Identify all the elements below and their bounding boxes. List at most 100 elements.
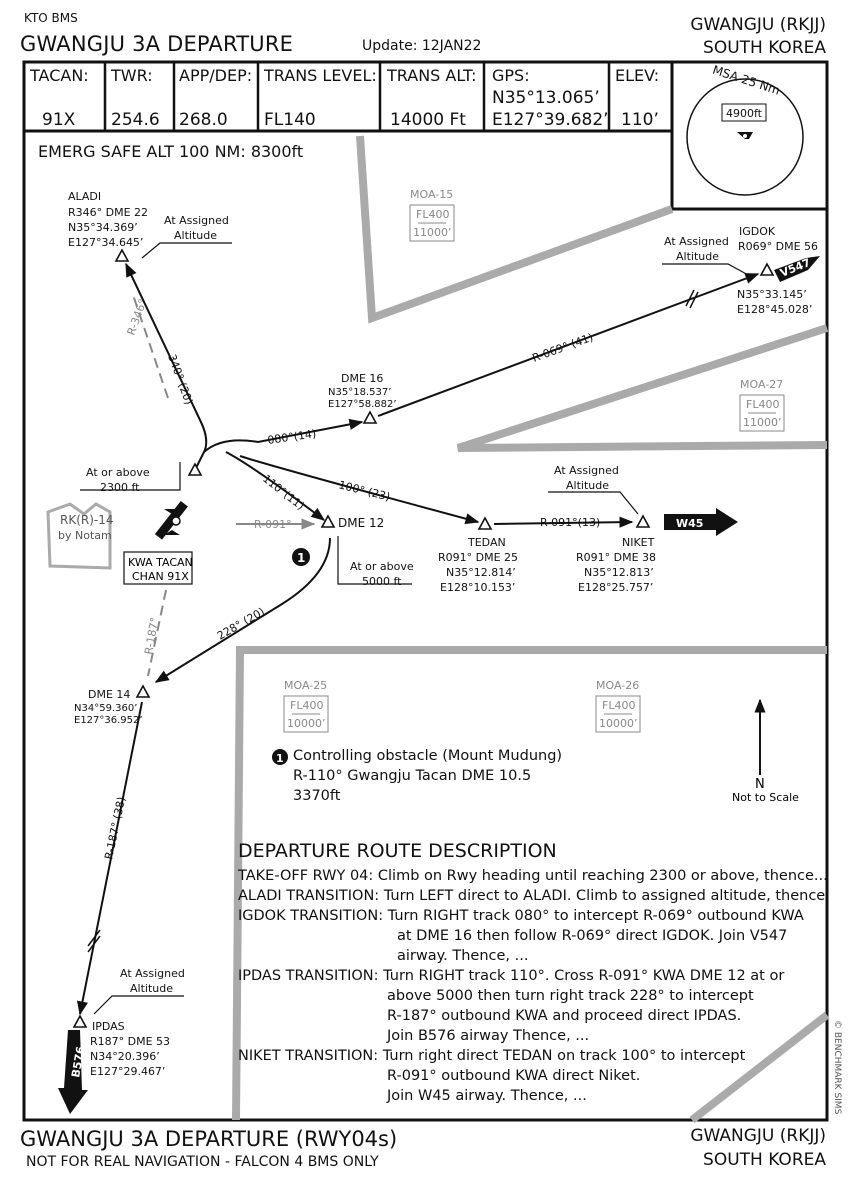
tacan-value: 91X	[42, 110, 76, 130]
moa-27-bottom: 11000’	[743, 416, 782, 429]
info-dividers	[103, 62, 611, 131]
trans-alt-label: TRANS ALT:	[387, 66, 477, 85]
moa-boundaries	[232, 135, 830, 1124]
app-value: 268.0	[179, 110, 228, 130]
airport-symbol	[154, 500, 188, 540]
copyright: © BENCHMARK SIMS	[832, 1020, 842, 1115]
tacan-box	[123, 551, 193, 585]
route-aladi	[125, 262, 208, 471]
dme14-lat: N34°59.360’	[74, 703, 137, 714]
dme16-name: DME 16	[341, 372, 383, 385]
niket-alt-2: Altitude	[566, 479, 609, 492]
desc-line-4: airway. Thence, ...	[397, 948, 529, 964]
dep-alt-2: 2300 ft	[100, 481, 140, 494]
moa-26-bottom: 10000’	[599, 717, 638, 730]
dme12-alt-1: At or above	[350, 560, 414, 573]
igdok-name: IGDOK	[739, 225, 776, 238]
update-date: Update: 12JAN22	[362, 38, 482, 54]
tedan-lat: N35°12.814’	[446, 566, 516, 579]
desc-line-1: ALADI TRANSITION: Turn LEFT direct to AL…	[238, 888, 830, 904]
chart-frame	[22, 60, 829, 1122]
label-r091a: R-091°	[254, 518, 292, 531]
country-name: SOUTH KOREA	[703, 38, 826, 58]
twr-value: 254.6	[111, 110, 160, 130]
igdok-alt-1: At Assigned	[664, 235, 729, 248]
trans-level-label: TRANS LEVEL:	[264, 66, 377, 85]
source-label: KTO BMS	[24, 11, 78, 25]
msa-box	[670, 60, 829, 211]
ipdas-alt-2: Altitude	[130, 982, 173, 995]
igdok-lat: N35°33.145’	[737, 288, 807, 301]
moa-15-top: FL400	[416, 208, 449, 221]
obstacle-line1: Controlling obstacle (Mount Mudung)	[293, 748, 563, 764]
footer-airport: GWANGJU (RKJJ)	[690, 1126, 826, 1146]
dep-alt-1: At or above	[86, 466, 150, 479]
tacan-box-line1: KWA TACAN	[128, 556, 193, 569]
tedan-radial: R091° DME 25	[438, 551, 518, 564]
dme16-lon: E127°58.882’	[328, 399, 397, 410]
desc-line-11: Join W45 airway. Thence, ...	[387, 1088, 587, 1104]
airway-w45	[664, 508, 738, 536]
moa-26-top: FL400	[602, 699, 635, 712]
aladi-alt-2: Altitude	[174, 229, 217, 242]
label-t080: 080°(14)	[267, 427, 317, 447]
dme12-alt-2: 5000 ft	[362, 575, 402, 588]
moa-25-name: MOA-25	[284, 679, 327, 692]
obstacle-marker-num: 1	[297, 551, 305, 565]
ipdas-radial: R187° DME 53	[90, 1035, 170, 1048]
aladi-alt-1: At Assigned	[164, 214, 229, 227]
obstacle-marker-map	[292, 548, 310, 566]
aladi-radial: R346° DME 22	[68, 206, 148, 219]
moa-25-bottom: 10000’	[287, 717, 326, 730]
label-r091b: R-091°(13)	[540, 516, 600, 529]
airway-b576	[58, 1030, 88, 1114]
msa-circle	[686, 78, 804, 196]
moa-26-name: MOA-26	[596, 679, 639, 692]
restricted-line1: RK(R)-14	[60, 513, 114, 527]
msa-label: MSA 25 Nm	[711, 63, 782, 98]
desc-line-7: R-187° outbound KWA and proceed direct I…	[387, 1008, 742, 1024]
app-label: APP/DEP:	[179, 66, 253, 85]
route-dme16	[203, 418, 364, 453]
moa-27-name: MOA-27	[740, 378, 783, 391]
aladi-lon: E127°34.645’	[68, 236, 143, 249]
footer-title: GWANGJU 3A DEPARTURE (RWY04s)	[20, 1127, 398, 1151]
radial-346	[131, 291, 169, 399]
ipdas-lat: N34°20.396’	[90, 1050, 160, 1063]
north-label: N	[755, 777, 765, 792]
moa-15-name: MOA-15	[410, 188, 453, 201]
elev-label: ELEV:	[615, 66, 660, 85]
obstacle-legend-num: 1	[276, 752, 284, 765]
dme14-lon: E127°36.952’	[74, 715, 143, 726]
label-t340: 340° (20)	[165, 353, 195, 407]
gps-lon: E127°39.682’	[492, 110, 609, 130]
trans-level-value: FL140	[264, 110, 316, 130]
dme12-name: DME 12	[338, 516, 384, 530]
igdok-radial: R069° DME 56	[738, 240, 818, 253]
fix-triangles	[72, 248, 775, 1028]
airway-b576-label: B576	[69, 1045, 87, 1078]
tedan-name: TEDAN	[467, 536, 506, 549]
desc-line-3: at DME 16 then follow R-069° direct IGDO…	[397, 928, 788, 944]
route-ipdas	[76, 701, 143, 1016]
label-r069: R-069° (41)	[531, 331, 595, 365]
gps-label: GPS:	[492, 66, 530, 85]
restricted-line2: by Notam	[58, 529, 112, 542]
chart-title: GWANGJU 3A DEPARTURE	[20, 32, 294, 56]
footer-disclaimer: NOT FOR REAL NAVIGATION - FALCON 4 BMS O…	[26, 1154, 379, 1170]
tacan-box-line2: CHAN 91X	[132, 570, 189, 583]
aladi-name: ALADI	[68, 190, 101, 203]
niket-radial: R091° DME 38	[576, 551, 656, 564]
desc-line-0: TAKE-OFF RWY 04: Climb on Rwy heading un…	[238, 868, 828, 884]
igdok-alt-2: Altitude	[676, 250, 719, 263]
label-r187b: R-187° (38)	[102, 796, 128, 861]
tedan-lon: E128°10.153’	[440, 581, 515, 594]
obstacle-marker-legend	[272, 749, 288, 765]
niket-lat: N35°12.813’	[584, 566, 654, 579]
elev-value: 110’	[621, 110, 659, 130]
msa-altitude: 4900ft	[726, 107, 763, 120]
dme14-name: DME 14	[88, 688, 130, 701]
desc-line-8: Join B576 airway Thence, ...	[387, 1028, 590, 1044]
tacan-label: TACAN:	[30, 66, 89, 85]
